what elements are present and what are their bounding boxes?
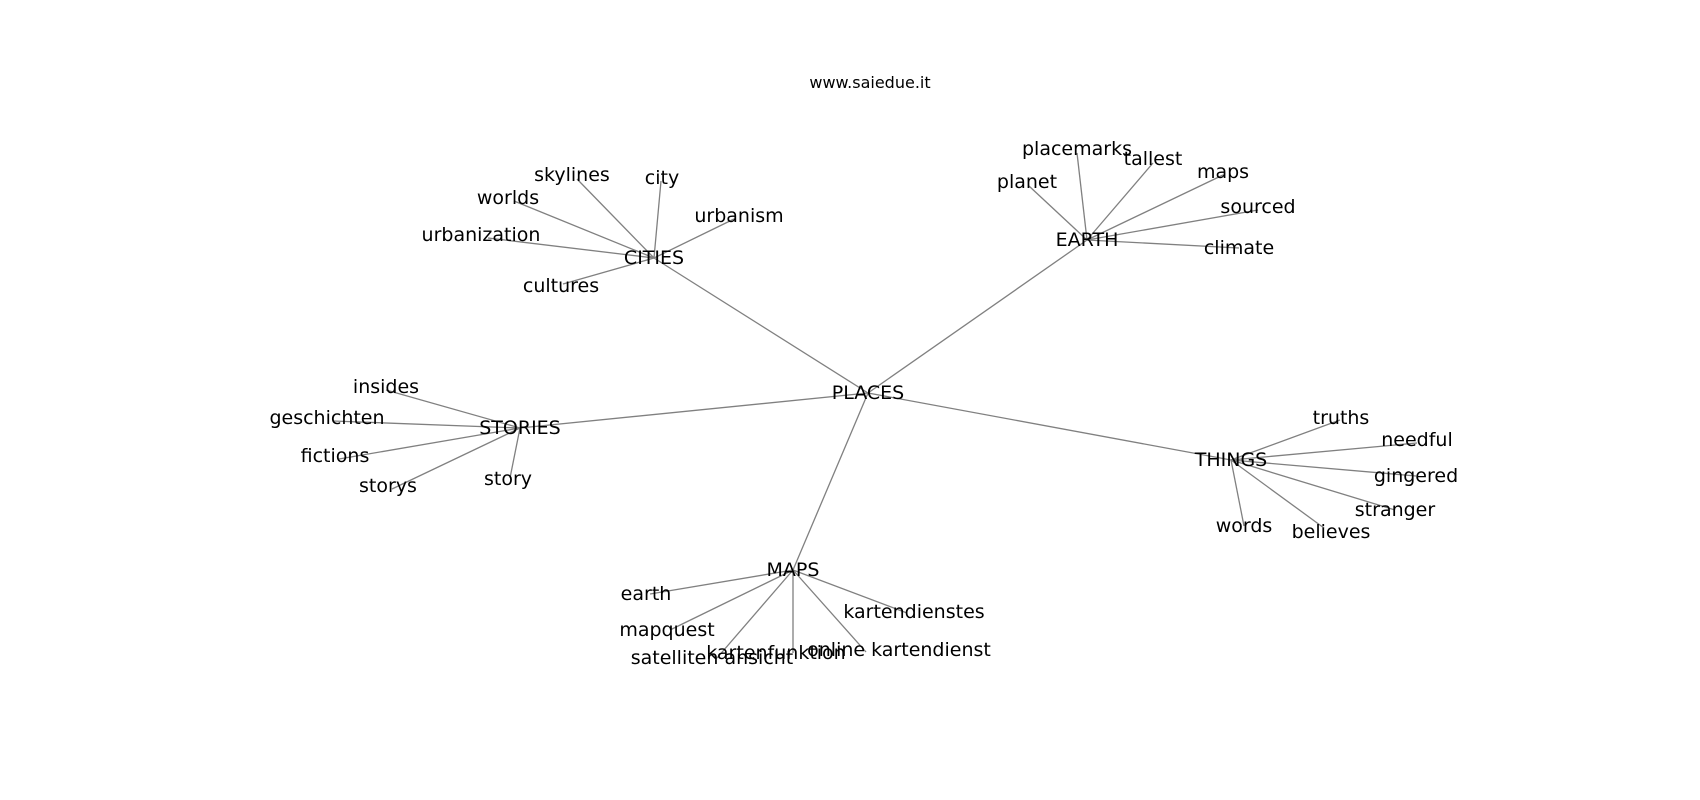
edge-maps-leaf	[792, 569, 908, 614]
edge-center-to-stories	[519, 392, 869, 429]
edge-layer	[332, 152, 1418, 659]
leaf-node-label: planet	[997, 171, 1057, 193]
leaf-node-label: maps	[1197, 161, 1249, 183]
leaf-node-label: stranger	[1355, 499, 1436, 521]
edge-maps-leaf	[716, 569, 794, 659]
edge-stories-leaf	[391, 427, 521, 490]
edge-cities-leaf	[576, 178, 655, 259]
edge-earth-leaf	[1086, 162, 1154, 241]
leaf-node-label: sourced	[1220, 196, 1295, 218]
hub-node-label: CITIES	[624, 247, 684, 269]
leaf-node-label: words	[1216, 515, 1273, 537]
leaf-node-label: kartenfunktion	[706, 642, 845, 664]
hub-node-label: STORIES	[479, 417, 561, 439]
edge-things-leaf	[1230, 459, 1396, 511]
leaf-node-label: satelliten ansicht	[631, 647, 794, 669]
leaf-node-label: truths	[1313, 407, 1370, 429]
hub-node-label: THINGS	[1194, 449, 1268, 471]
leaf-node-label: storys	[359, 475, 417, 497]
edge-stories-leaf	[509, 427, 521, 479]
edge-stories-leaf	[332, 420, 521, 429]
leaf-node-label: believes	[1292, 521, 1371, 543]
edge-cities-leaf	[487, 237, 655, 259]
edge-center-to-things	[867, 392, 1232, 461]
edge-things-leaf	[1230, 459, 1325, 529]
edge-things-leaf	[1230, 459, 1245, 527]
leaf-node-label: urbanism	[694, 205, 783, 227]
edge-stories-leaf	[385, 389, 521, 429]
leaf-node-label: skylines	[534, 164, 610, 186]
leaf-node-label: online kartendienst	[807, 639, 991, 661]
leaf-node-label: insides	[353, 376, 419, 398]
edge-earth-leaf	[1086, 174, 1224, 241]
edge-maps-leaf	[649, 569, 794, 595]
hub-node-label: MAPS	[767, 559, 820, 581]
edge-things-leaf	[1230, 442, 1418, 461]
leaf-node-label: mapquest	[619, 619, 714, 641]
leaf-node-label: placemarks	[1022, 138, 1132, 160]
edge-maps-leaf	[669, 569, 794, 631]
edge-cities-leaf	[653, 180, 662, 259]
leaf-node-label: urbanization	[422, 224, 541, 246]
edge-stories-leaf	[338, 427, 521, 460]
center-node-label: PLACES	[832, 382, 904, 404]
leaf-node-label: needful	[1381, 429, 1453, 451]
edge-cities-leaf	[653, 218, 735, 259]
edge-things-leaf	[1230, 419, 1341, 461]
edge-earth-leaf	[1086, 209, 1259, 241]
edge-cities-leaf	[562, 257, 655, 285]
leaf-node-label: story	[484, 468, 532, 490]
leaf-node-label: tallest	[1124, 148, 1183, 170]
edge-earth-leaf	[1076, 152, 1088, 241]
edge-maps-leaf	[792, 569, 867, 653]
leaf-node-label: geschichten	[269, 407, 384, 429]
leaf-node-label: city	[645, 167, 679, 189]
leaf-node-label: cultures	[523, 275, 599, 297]
edge-earth-leaf	[1028, 185, 1088, 241]
label-layer: www.saiedue.it PLACES CITIES skylines city w…	[269, 73, 1458, 669]
leaf-node-label: gingered	[1374, 465, 1458, 487]
leaf-node-label: worlds	[477, 187, 539, 209]
edge-center-to-maps	[792, 392, 869, 571]
edge-earth-leaf	[1086, 239, 1240, 249]
edge-cities-leaf	[513, 200, 655, 259]
edge-center-to-earth	[867, 239, 1088, 394]
edge-center-to-cities	[653, 257, 869, 394]
hub-node-label: EARTH	[1056, 229, 1119, 251]
edge-things-leaf	[1230, 459, 1417, 477]
site-title: www.saiedue.it	[809, 73, 930, 92]
leaf-node-label: earth	[621, 583, 672, 605]
leaf-node-label: fictions	[301, 445, 370, 467]
leaf-node-label: climate	[1204, 237, 1274, 259]
leaf-node-label: kartendienstes	[843, 601, 984, 623]
